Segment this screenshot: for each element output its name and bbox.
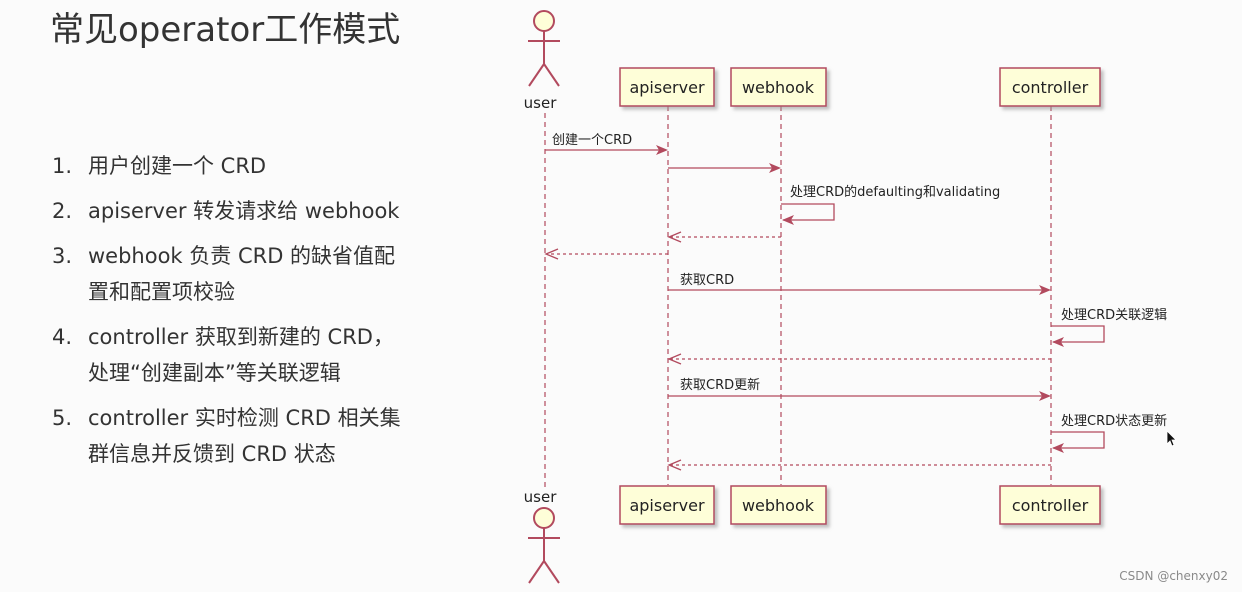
user-actor-icon [528, 507, 560, 584]
participant-label: apiserver [629, 78, 704, 97]
step-number: 3. [52, 244, 73, 268]
actor-label-top: user [524, 94, 558, 112]
step-number: 1. [52, 154, 73, 178]
slide-title: 常见operator工作模式 [50, 10, 401, 50]
participant-controller-top: controller [999, 67, 1101, 107]
step-item: 3. webhook 负责 CRD 的缺省值配 置和配置项校验 [52, 238, 472, 310]
actor-label-bottom: user [524, 488, 558, 506]
watermark: CSDN @chenxy02 [1119, 569, 1228, 583]
step-number: 5. [52, 406, 73, 430]
participant-label: controller [1012, 496, 1089, 515]
message-status-return [667, 459, 1051, 471]
participant-apiserver-bottom: apiserver [619, 485, 715, 525]
message-label: 创建一个CRD [552, 133, 632, 148]
step-number: 4. [52, 325, 73, 349]
message-apiserver-return [544, 248, 668, 260]
step-text: 置和配置项校验 [88, 280, 235, 304]
message-label: 处理CRD状态更新 [1061, 413, 1167, 429]
step-text: 用户创建一个 CRD [88, 154, 267, 178]
user-actor-icon [528, 10, 560, 87]
step-text: 处理“创建副本”等关联逻辑 [88, 361, 341, 385]
message-create-crd: 创建一个CRD [545, 133, 668, 155]
participant-label: webhook [742, 496, 815, 515]
participant-webhook-bottom: webhook [730, 485, 827, 525]
participant-apiserver-top: apiserver [619, 67, 715, 107]
step-text: webhook 负责 CRD 的缺省值配 [88, 244, 396, 268]
step-item: 1. 用户创建一个 CRD [52, 148, 472, 184]
step-text: 群信息并反馈到 CRD 状态 [88, 442, 336, 466]
step-list: 1. 用户创建一个 CRD 2. apiserver 转发请求给 webhook… [52, 148, 472, 481]
mouse-pointer-icon [1166, 430, 1177, 447]
message-label: 处理CRD的defaulting和validating [790, 184, 1000, 200]
message-controller-return [667, 353, 1051, 365]
step-item: 5. controller 实时检测 CRD 相关集 群信息并反馈到 CRD 状… [52, 400, 472, 472]
step-text: apiserver 转发请求给 webhook [88, 199, 400, 223]
step-item: 2. apiserver 转发请求给 webhook [52, 193, 472, 229]
message-get-crd: 获取CRD [668, 273, 1051, 295]
message-controller-status: 处理CRD状态更新 [1051, 413, 1167, 453]
message-controller-logic: 处理CRD关联逻辑 [1051, 308, 1167, 347]
message-forward-to-webhook [668, 163, 781, 173]
participant-label: controller [1012, 78, 1089, 97]
message-webhook-return [667, 231, 781, 243]
step-number: 2. [52, 199, 73, 223]
message-label: 处理CRD关联逻辑 [1061, 308, 1167, 323]
step-item: 4. controller 获取到新建的 CRD， 处理“创建副本”等关联逻辑 [52, 319, 472, 391]
message-label: 获取CRD [680, 273, 734, 288]
participant-label: apiserver [629, 496, 704, 515]
participant-webhook-top: webhook [730, 67, 827, 107]
step-text: controller 实时检测 CRD 相关集 [88, 406, 401, 430]
message-label: 获取CRD更新 [680, 377, 760, 393]
message-get-crd-update: 获取CRD更新 [668, 377, 1051, 401]
message-webhook-self: 处理CRD的defaulting和validating [781, 184, 1000, 225]
participant-controller-bottom: controller [999, 485, 1101, 525]
participant-label: webhook [742, 78, 815, 97]
step-text: controller 获取到新建的 CRD， [88, 325, 394, 349]
